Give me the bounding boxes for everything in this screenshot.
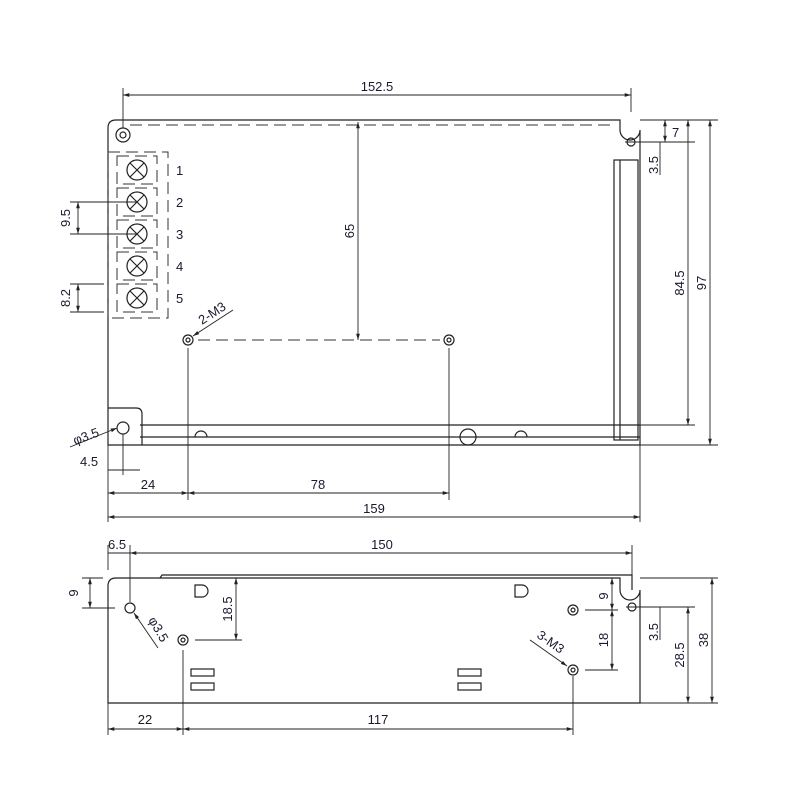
terminal-label: 1 xyxy=(176,163,183,178)
mount-hole-icon xyxy=(124,602,136,614)
dim-9-right: 9 xyxy=(596,592,611,599)
dim-18: 18 xyxy=(596,633,611,647)
dim-width: 152.5 xyxy=(361,79,394,94)
side-outline xyxy=(107,577,641,704)
dim-22: 22 xyxy=(138,712,152,727)
m3-hole-icon xyxy=(182,334,194,346)
dim-pitch: 9.5 xyxy=(58,209,73,227)
label-phi-3-5: φ3.5 xyxy=(71,425,101,448)
ground-screw-icon xyxy=(115,127,131,143)
dim-159: 159 xyxy=(363,501,385,516)
dim-7: 7 xyxy=(672,125,679,140)
top-view: 1 2 3 4 5 152.5 65 84.5 97 7 3.5 9.5 8.2… xyxy=(58,79,718,522)
dim-65: 65 xyxy=(342,224,357,238)
dim-84-5: 84.5 xyxy=(672,270,687,295)
heatsink-bar xyxy=(613,159,639,441)
terminal-label: 5 xyxy=(176,291,183,306)
dim-9-left: 9 xyxy=(66,589,81,596)
dim-6-5: 6.5 xyxy=(108,537,126,552)
dim-18-5: 18.5 xyxy=(220,596,235,621)
dim-24: 24 xyxy=(141,477,155,492)
terminal-label: 3 xyxy=(176,227,183,242)
m3-hole-icon xyxy=(443,334,455,346)
dim-28-5: 28.5 xyxy=(672,642,687,667)
m3-hole-icon xyxy=(567,664,579,676)
label-3-m3: 3-M3 xyxy=(534,627,567,656)
terminal-label: 2 xyxy=(176,195,183,210)
dim-150: 150 xyxy=(371,537,393,552)
mount-hole-icon xyxy=(116,421,130,435)
dim-38: 38 xyxy=(696,633,711,647)
label-phi-3-5: φ3.5 xyxy=(145,614,171,644)
dim-8-2: 8.2 xyxy=(58,289,73,307)
dim-78: 78 xyxy=(311,477,325,492)
side-view: 6.5 150 9 φ3.5 18.5 9 18 3-M3 3.5 28.5 3… xyxy=(66,537,718,735)
m3-hole-icon xyxy=(177,634,189,646)
dim-4-5: 4.5 xyxy=(80,454,98,469)
dim-3-5: 3.5 xyxy=(646,156,661,174)
dim-3-5: 3.5 xyxy=(646,623,661,641)
terminal-label: 4 xyxy=(176,259,183,274)
m3-hole-icon xyxy=(567,604,579,616)
top-outline xyxy=(107,119,641,446)
dim-117: 117 xyxy=(368,712,389,727)
dim-97: 97 xyxy=(694,276,709,290)
terminal-block xyxy=(107,151,169,319)
